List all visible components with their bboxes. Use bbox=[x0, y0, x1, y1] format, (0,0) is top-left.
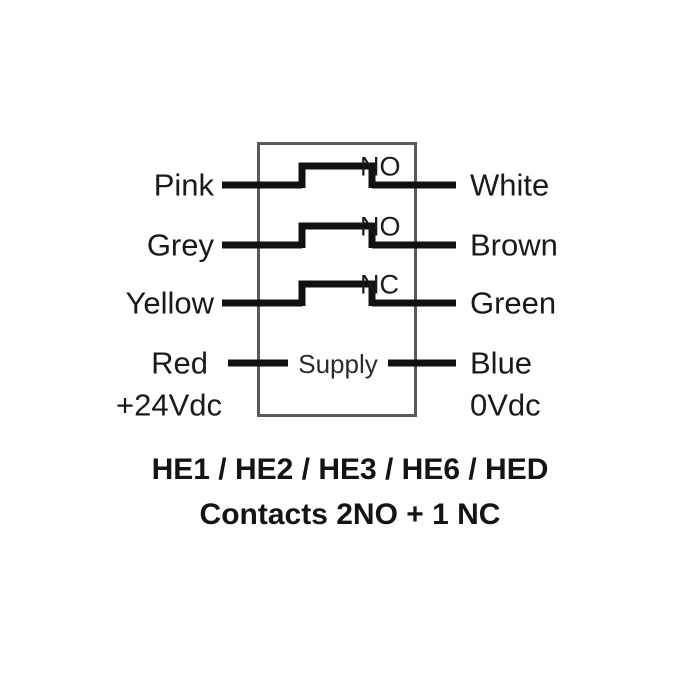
contact-type-tag-1: NO bbox=[360, 151, 401, 182]
normally-open-contact-symbol-2 bbox=[298, 222, 376, 248]
normally-open-contact-symbol-1 bbox=[298, 162, 376, 188]
terminal-label-right-2: Brown bbox=[470, 227, 558, 263]
contact-row-1 bbox=[222, 162, 456, 189]
contact-type-tag-2: NO bbox=[360, 211, 401, 242]
contact-row-3 bbox=[222, 280, 456, 307]
terminal-label-left-2: Grey bbox=[146, 227, 214, 263]
device-enclosure-box bbox=[257, 142, 417, 417]
contact-row-2 bbox=[222, 222, 456, 249]
supply-label: Supply bbox=[298, 349, 378, 379]
terminal-label-right-3: Green bbox=[470, 285, 557, 321]
contact-type-tag-3: NC bbox=[360, 269, 399, 300]
caption-contacts-line: Contacts 2NO + 1 NC bbox=[199, 498, 501, 531]
terminal-label-left-supply-voltage: +24Vdc bbox=[115, 387, 222, 423]
terminal-label-left-supply: Red bbox=[151, 345, 208, 381]
terminal-label-left-3: Yellow bbox=[125, 285, 214, 321]
terminal-label-right-1: White bbox=[470, 167, 550, 203]
caption-model-line: HE1 / HE2 / HE3 / HE6 / HED bbox=[151, 453, 549, 486]
terminal-label-left-1: Pink bbox=[153, 167, 214, 203]
terminal-label-right-supply-voltage: 0Vdc bbox=[470, 387, 541, 423]
normally-closed-contact-symbol-3 bbox=[298, 280, 376, 306]
terminal-label-right-supply: Blue bbox=[470, 345, 533, 381]
